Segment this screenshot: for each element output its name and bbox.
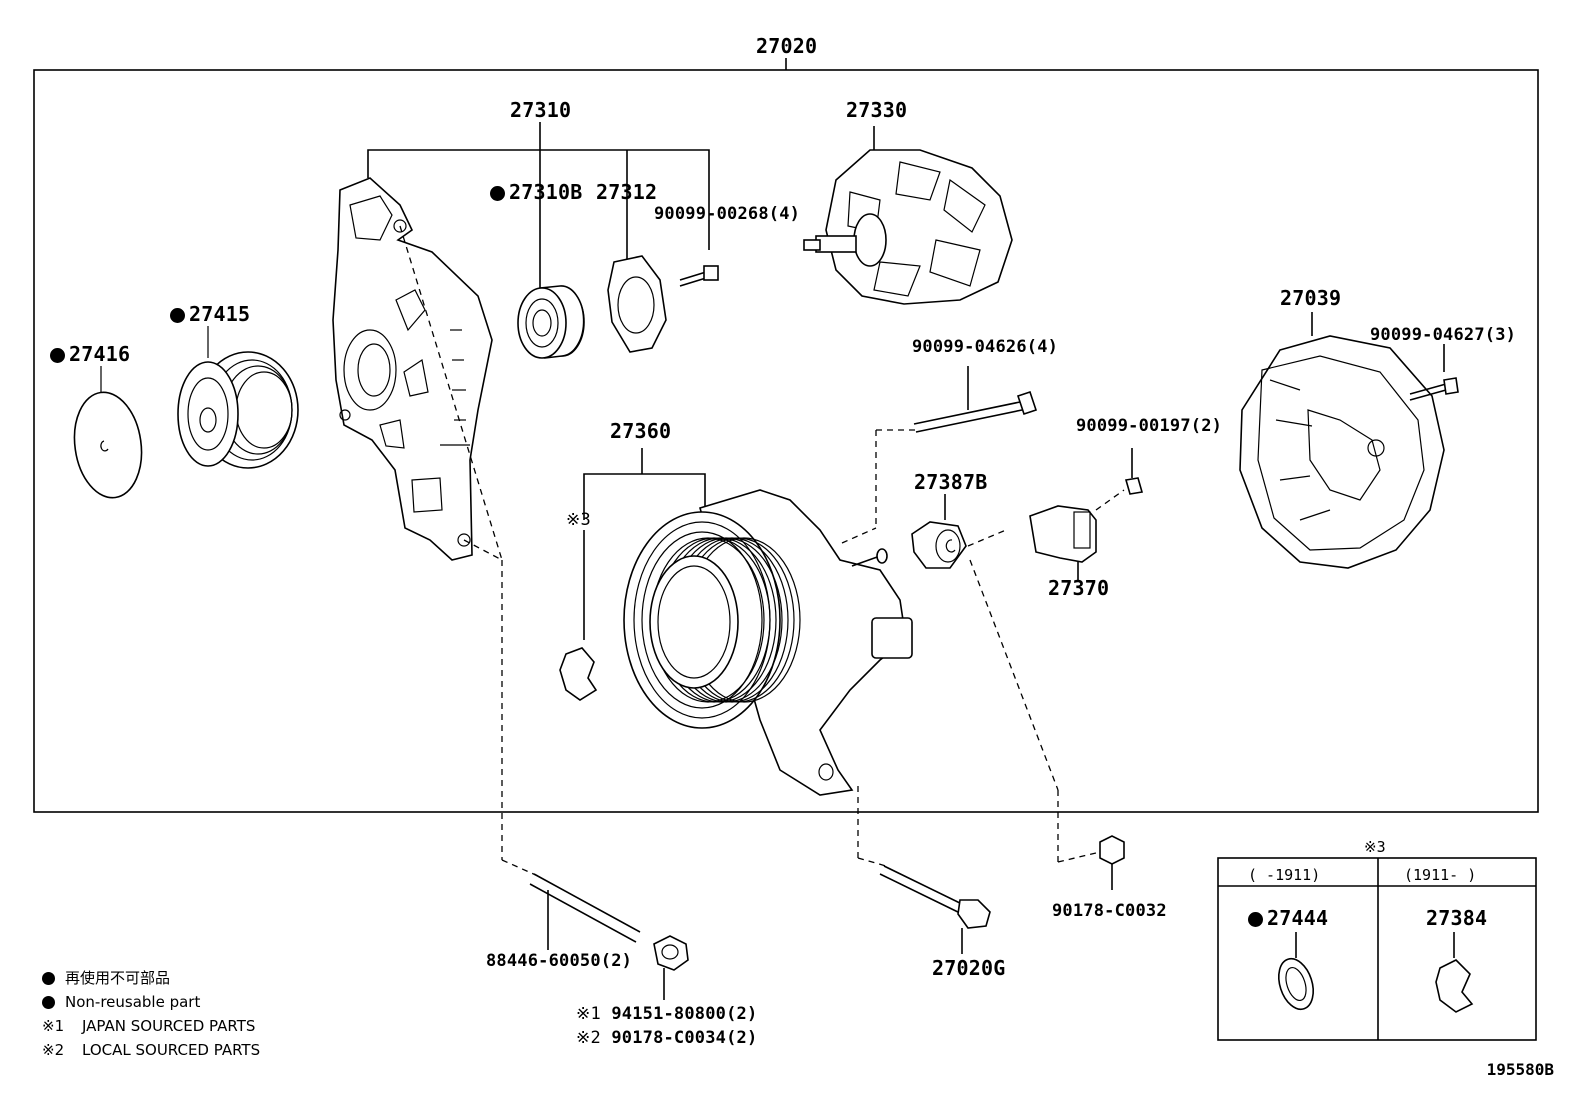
label-bolt-00268: 90099-00268(4) (654, 204, 801, 224)
bush-27387B-drawing (911, 494, 967, 569)
label-27387B: 27387B (914, 470, 988, 494)
label-27020G: 27020G (932, 956, 1006, 980)
inset-col2-header: (1911- ) (1404, 866, 1477, 884)
cover-disc-27416-drawing (73, 366, 143, 499)
label-bolt-04627: 90099-04627(3) (1370, 325, 1517, 345)
nut-C0032-drawing (1099, 835, 1125, 890)
label-nut-C0034: ※2 90178-C0034(2) (576, 1028, 758, 1048)
through-bolt-04626-drawing (913, 366, 1038, 433)
label-27444: 27444 (1248, 908, 1328, 928)
stator-frame-27360-drawing (623, 489, 913, 796)
label-note3-marker: ※3 (566, 510, 591, 530)
label-27416: 27416 (50, 344, 130, 364)
non-reusable-dot-icon (42, 996, 55, 1009)
non-reusable-dot-icon (1248, 912, 1263, 927)
rear-cover-27039-drawing (1239, 312, 1445, 569)
assembly-part-number: 27020 (756, 34, 818, 58)
stud-88446-drawing (529, 873, 641, 950)
inset-col1-header: ( -1911) (1248, 866, 1321, 884)
label-27310B: 27310B (490, 182, 582, 202)
label-27384: 27384 (1426, 906, 1488, 930)
brush-holder-27370-drawing (1029, 505, 1097, 582)
bearing-27310B-drawing (517, 285, 585, 359)
label-screw-00197: 90099-00197(2) (1076, 416, 1223, 436)
inset-table (1217, 857, 1537, 1041)
non-reusable-dot-icon (490, 186, 505, 201)
bolt-00268-drawing (679, 265, 719, 287)
clip-part-drawing (559, 647, 598, 701)
label-bolt-04626: 90099-04626(4) (912, 337, 1059, 357)
inset-marker: ※3 (1364, 838, 1386, 856)
label-27370: 27370 (1048, 576, 1110, 600)
label-27330: 27330 (846, 98, 908, 122)
non-reusable-dot-icon (170, 308, 185, 323)
bolt-27020G-drawing (879, 865, 991, 954)
pulley-27415-drawing (177, 326, 299, 469)
label-27360: 27360 (610, 419, 672, 443)
legend-row-jp: 再使用不可部品 (42, 966, 260, 990)
label-27310: 27310 (510, 98, 572, 122)
nut-94151-drawing (653, 935, 689, 1000)
label-27312: 27312 (596, 180, 658, 204)
nut-04627-drawing (1409, 344, 1459, 401)
rotor-27330-drawing (803, 126, 1013, 305)
label-nut-94151: ※1 94151-80800(2) (576, 1004, 758, 1024)
drive-end-frame-27310-drawing (332, 177, 493, 561)
label-27039: 27039 (1280, 286, 1342, 310)
figure-reference: 195580B (1486, 1060, 1554, 1079)
non-reusable-dot-icon (50, 348, 65, 363)
label-stud-88446: 88446-60050(2) (486, 951, 633, 971)
label-nut-C0032: 90178-C0032 (1052, 901, 1167, 921)
label-27415: 27415 (170, 304, 250, 324)
non-reusable-dot-icon (42, 972, 55, 985)
retainer-plate-27312-drawing (607, 255, 667, 353)
screw-00197-drawing (1124, 448, 1144, 495)
legend-row-en: Non-reusable part (42, 990, 260, 1014)
